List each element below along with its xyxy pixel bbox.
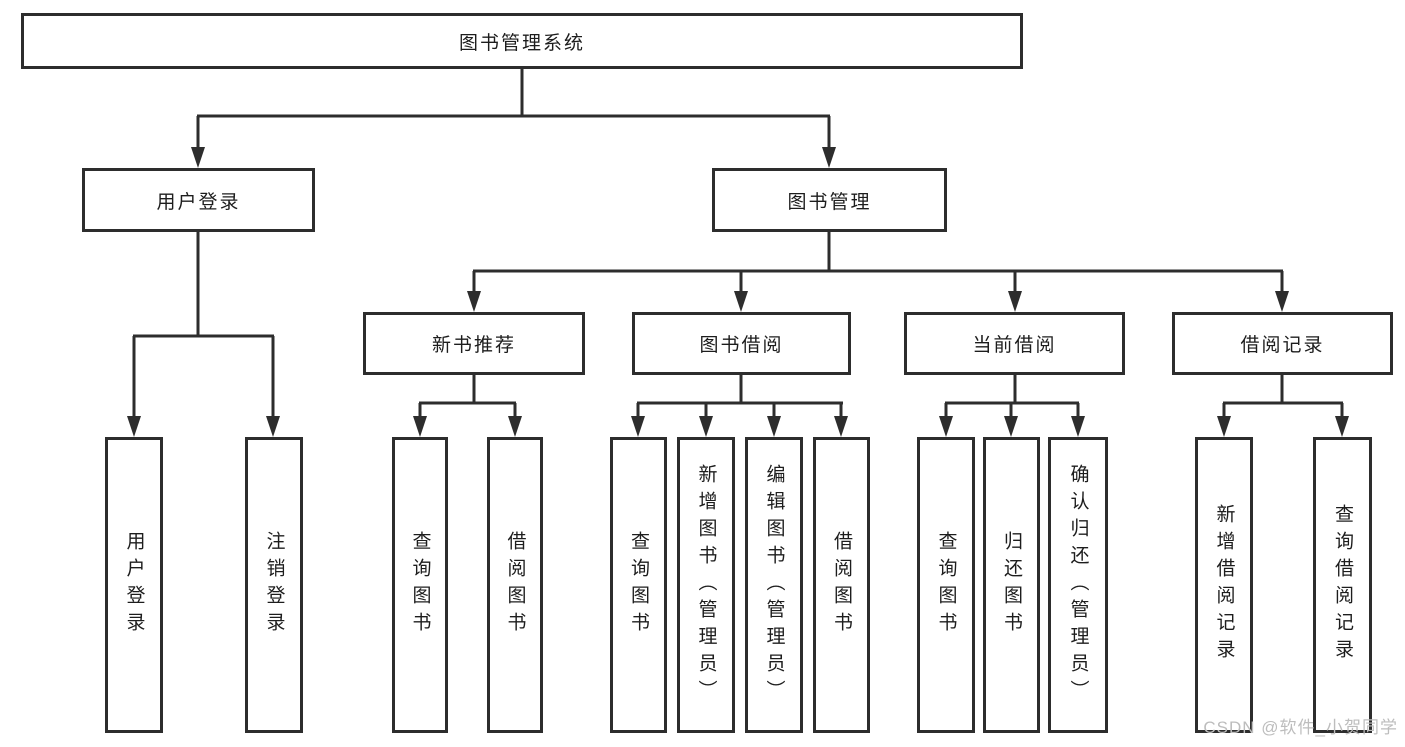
node-new-book-recommend: 新书推荐 xyxy=(363,312,585,375)
node-library-management-system: 图书管理系统 xyxy=(21,13,1023,69)
leaf-logout: 注销登录 xyxy=(245,437,303,733)
leaf-borrow-books-recommend: 借阅图书 xyxy=(487,437,543,733)
leaf-return-books: 归还图书 xyxy=(983,437,1040,733)
leaf-query-books-borrowing: 查询图书 xyxy=(610,437,667,733)
leaf-borrow-books-borrowing: 借阅图书 xyxy=(813,437,870,733)
csdn-watermark: CSDN @软件_小贺同学 xyxy=(1203,718,1398,737)
node-book-management: 图书管理 xyxy=(712,168,947,232)
leaf-add-book-admin: 新增图书（管理员） xyxy=(677,437,735,733)
node-user-login: 用户登录 xyxy=(82,168,315,232)
leaf-query-books-recommend: 查询图书 xyxy=(392,437,448,733)
node-book-borrowing: 图书借阅 xyxy=(632,312,851,375)
leaf-add-borrow-record: 新增借阅记录 xyxy=(1195,437,1253,733)
leaf-query-borrow-record: 查询借阅记录 xyxy=(1313,437,1372,733)
node-current-borrowing: 当前借阅 xyxy=(904,312,1125,375)
leaf-confirm-return-admin: 确认归还（管理员） xyxy=(1048,437,1108,733)
leaf-edit-book-admin: 编辑图书（管理员） xyxy=(745,437,803,733)
node-borrowing-records: 借阅记录 xyxy=(1172,312,1393,375)
leaf-user-login: 用户登录 xyxy=(105,437,163,733)
leaf-query-books-current: 查询图书 xyxy=(917,437,975,733)
